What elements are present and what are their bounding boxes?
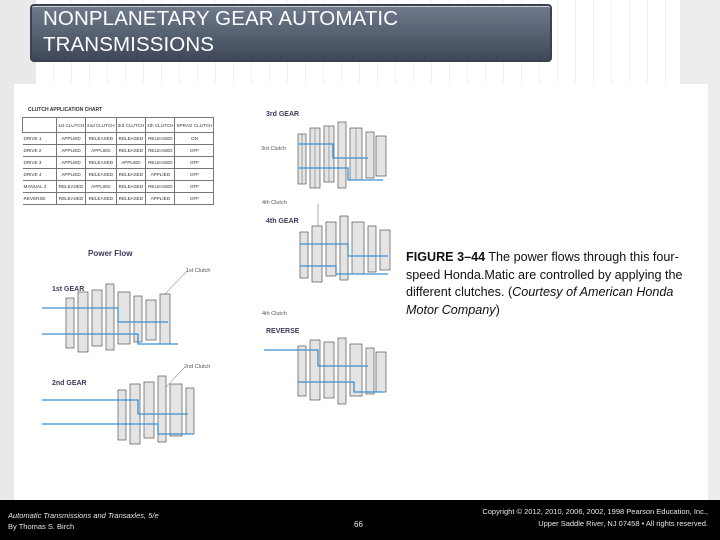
label-4th-clutch-upper: 4th Clutch [262, 200, 287, 206]
footer-bar [0, 500, 720, 540]
clutch-chart-header-cell: 4th CLUTCH [145, 117, 176, 133]
clutch-chart-header-cell: 2nd CLUTCH [85, 117, 117, 133]
caption-close: ) [495, 302, 500, 317]
clutch-chart-row-label: MANUAL 2 [22, 180, 57, 193]
clutch-chart-row-label: DRIVE 4 [22, 168, 57, 181]
clutch-chart-cell: APPLIED [55, 132, 87, 145]
clutch-chart-cell: APPLIED [145, 168, 176, 181]
label-4th-gear: 4th GEAR [266, 218, 299, 225]
clutch-chart-cell: RELEASED [145, 132, 176, 145]
clutch-chart-cell: RELEASED [85, 168, 117, 181]
figure-number: FIGURE 3–44 [406, 250, 486, 264]
clutch-chart-cell: APPLIED [115, 156, 147, 169]
footer-copyright: Copyright © 2012, 2010, 2006, 2002, 1998… [408, 506, 708, 530]
clutch-chart-cell: APPLIED [145, 192, 176, 205]
label-4th-clutch-lower: 4th Clutch [262, 311, 287, 317]
clutch-chart-cell: APPLIED [55, 144, 87, 157]
clutch-chart-cell: RELEASED [85, 192, 117, 205]
clutch-chart-cell: RELEASED [115, 168, 147, 181]
label-1st-gear: 1st GEAR [52, 286, 85, 293]
footer-author: By Thomas S. Birch [8, 522, 75, 531]
clutch-chart-cell: RELEASED [85, 156, 117, 169]
clutch-chart-cell: OFF [174, 192, 215, 205]
clutch-chart-cell: RELEASED [145, 144, 176, 157]
power-flow-label: Power Flow [88, 249, 133, 258]
caption-text: The power flows through this four-speed … [406, 250, 683, 299]
label-2nd-clutch: 2nd Clutch [184, 364, 211, 370]
footer-page-number: 66 [354, 520, 363, 529]
clutch-chart-cell: APPLIED [85, 180, 117, 193]
clutch-chart-header-cell [22, 117, 57, 133]
clutch-chart-header-cell: 1st CLUTCH [55, 117, 87, 133]
clutch-chart-cell: RELEASED [85, 132, 117, 145]
slide-title-line1: NONPLANETARY GEAR AUTOMATIC [43, 7, 399, 30]
clutch-chart-row-label: DRIVE 3 [22, 156, 57, 169]
clutch-chart-cell: RELEASED [55, 180, 87, 193]
footer-book-title: Automatic Transmissions and Transaxles, … [8, 511, 159, 520]
clutch-chart-cell: RELEASED [115, 144, 147, 157]
diagram-1st-gear [42, 269, 189, 353]
diagram-3rd-gear [297, 121, 387, 189]
label-reverse: REVERSE [266, 328, 300, 335]
clutch-chart-row-label: REVERSE [22, 192, 57, 205]
clutch-chart-row-label: DRIVE 2 [22, 144, 57, 157]
title-banner [30, 4, 552, 62]
label-3rd-clutch: 3rd Clutch [261, 146, 287, 152]
footer-copyright-line2: Upper Saddle River, NJ 07458 • All right… [538, 519, 708, 528]
clutch-chart-row-label: DRIVE 1 [22, 132, 57, 145]
caption-credit: Courtesy of American Honda Motor Company [406, 285, 674, 317]
label-1st-clutch: 1st Clutch [186, 268, 211, 274]
label-3rd-gear: 3rd GEAR [266, 111, 300, 118]
clutch-chart-cell: RELEASED [115, 192, 147, 205]
clutch-chart-cell: OFF [174, 180, 215, 193]
clutch-chart-cell: APPLIED [55, 168, 87, 181]
figure-caption: FIGURE 3–44 The power flows through this… [406, 249, 690, 319]
slide-title-line2: TRANSMISSIONS [43, 33, 215, 56]
diagram-reverse [264, 337, 387, 405]
diagram-2nd-gear [42, 367, 195, 445]
diagram-4th-gear [299, 204, 391, 283]
clutch-chart-cell: APPLIED [85, 144, 117, 157]
slide-title: NONPLANETARY GEAR AUTOMATIC TRANSMISSION… [43, 6, 543, 58]
clutch-chart-cell: RELEASED [145, 156, 176, 169]
label-2nd-gear: 2nd GEAR [52, 380, 87, 387]
clutch-chart-title: CLUTCH APPLICATION CHART [28, 107, 103, 113]
footer-book-info: Automatic Transmissions and Transaxles, … [8, 510, 159, 532]
clutch-chart-cell: OFF [174, 168, 215, 181]
clutch-chart-cell: RELEASED [115, 132, 147, 145]
footer-copyright-line1: Copyright © 2012, 2010, 2006, 2002, 1998… [482, 507, 708, 516]
clutch-chart-header-cell: SPRAG CLUTCH [174, 117, 215, 133]
clutch-chart-cell: ON [174, 132, 215, 145]
clutch-chart-cell: RELEASED [55, 192, 87, 205]
clutch-chart-header-cell: 3rd CLUTCH [115, 117, 147, 133]
clutch-chart-cell: OFF [174, 156, 215, 169]
clutch-chart-cell: APPLIED [55, 156, 87, 169]
clutch-chart-cell: OFF [174, 144, 215, 157]
clutch-chart-cell: RELEASED [145, 180, 176, 193]
clutch-chart-cell: RELEASED [115, 180, 147, 193]
